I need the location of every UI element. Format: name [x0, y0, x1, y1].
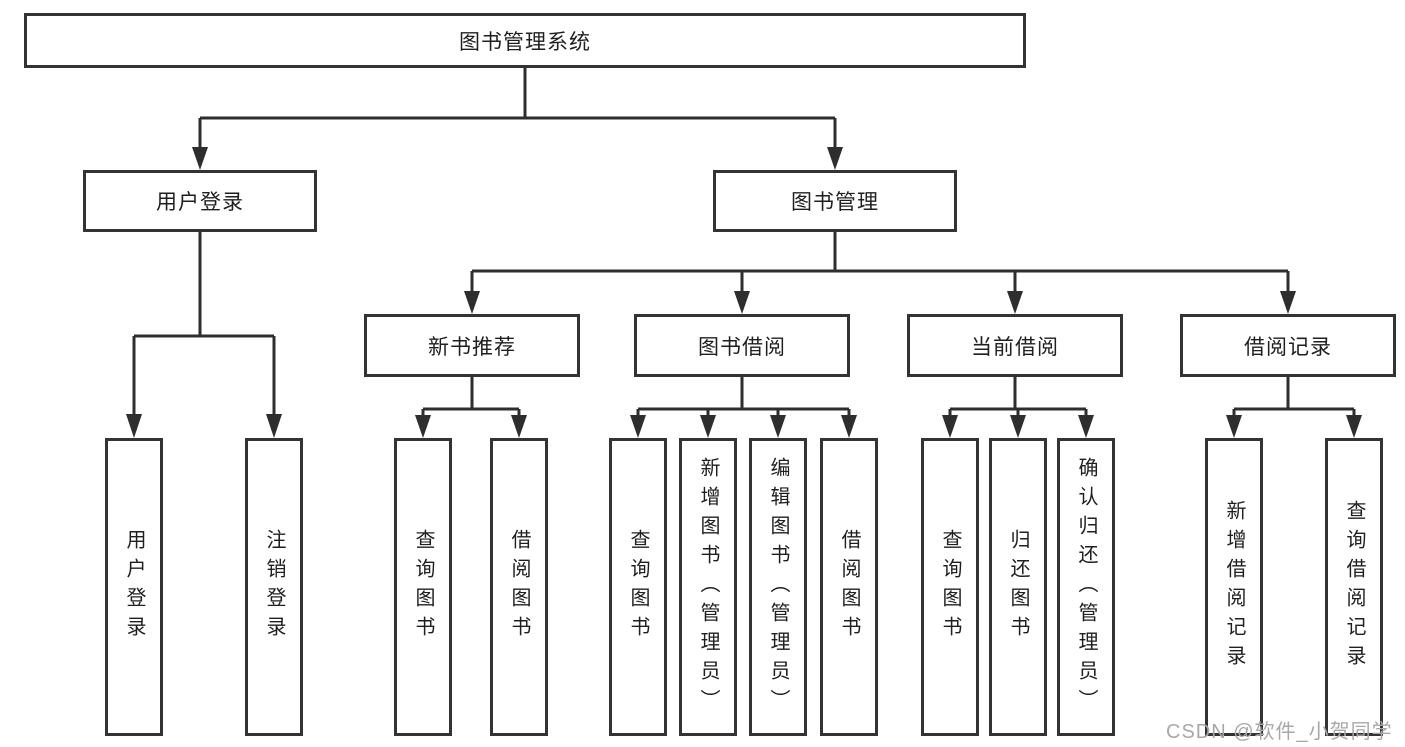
leaf-borrow-query-books: 查询图书: [609, 438, 667, 736]
arrow-down-icon: [630, 415, 646, 438]
leaf-current-query-books: 查询图书: [921, 438, 979, 736]
arrow-down-icon: [511, 415, 527, 438]
arrow-down-icon: [192, 147, 208, 170]
node-label: 用户登录: [156, 191, 244, 214]
arrow-down-icon: [1346, 415, 1362, 438]
arrow-down-icon: [1226, 415, 1242, 438]
csdn-watermark: CSDN @软件_小贺同学: [1166, 721, 1393, 743]
arrow-down-icon: [126, 414, 142, 438]
node-label: 图书借阅: [698, 335, 786, 359]
node-user-login: 用户登录: [83, 170, 317, 232]
leaf-logout: 注销登录: [245, 438, 303, 736]
leaf-label: 查询图书: [939, 529, 961, 645]
leaf-label: 借阅图书: [838, 529, 860, 645]
connector-bookmgmt-to-level3: [470, 232, 1290, 296]
leaf-current-confirm-return-admin: 确认归还（管理员）: [1057, 438, 1115, 736]
arrow-down-icon: [841, 415, 857, 438]
leaf-label: 新增图书（管理员）: [697, 456, 719, 718]
node-book-borrow: 图书借阅: [634, 314, 850, 377]
node-library-management-system: 图书管理系统: [24, 13, 1026, 68]
arrow-down-icon: [827, 147, 843, 170]
node-new-book-recommend: 新书推荐: [364, 314, 580, 377]
leaf-label: 用户登录: [123, 529, 145, 645]
arrow-down-icon: [415, 415, 431, 438]
node-borrow-records: 借阅记录: [1180, 314, 1396, 377]
arrow-down-icon: [1280, 291, 1296, 314]
node-label: 当前借阅: [971, 335, 1059, 359]
leaf-label: 确认归还（管理员）: [1075, 456, 1097, 718]
arrow-down-icon: [464, 291, 480, 314]
leaf-label: 查询图书: [627, 529, 649, 645]
leaf-label: 归还图书: [1007, 529, 1029, 645]
node-current-borrow: 当前借阅: [907, 314, 1123, 377]
arrow-down-icon: [1078, 415, 1094, 438]
leaf-records-add-record: 新增借阅记录: [1205, 438, 1263, 736]
leaf-current-return-books: 归还图书: [989, 438, 1047, 736]
connector-login-to-leaves: [132, 232, 276, 420]
leaf-label: 编辑图书（管理员）: [767, 456, 789, 718]
arrow-down-icon: [1010, 415, 1026, 438]
node-book-management: 图书管理: [713, 170, 957, 232]
leaf-borrow-edit-books-admin: 编辑图书（管理员）: [749, 438, 807, 736]
arrow-down-icons: [126, 147, 1362, 438]
connector-root-to-level2: [198, 68, 837, 152]
leaf-records-query-record: 查询借阅记录: [1325, 438, 1383, 736]
node-label: 图书管理系统: [459, 30, 591, 54]
arrow-down-icon: [700, 415, 716, 438]
arrow-down-icon: [734, 291, 750, 314]
leaf-label: 借阅图书: [508, 529, 530, 645]
node-label: 借阅记录: [1244, 335, 1332, 359]
arrow-down-icon: [942, 415, 958, 438]
node-label: 新书推荐: [428, 335, 516, 359]
connector-newbooks-to-leaves: [421, 377, 521, 422]
leaf-newbooks-borrow-books: 借阅图书: [490, 438, 548, 736]
leaf-borrow-borrow-books: 借阅图书: [820, 438, 878, 736]
leaf-label: 注销登录: [263, 529, 285, 645]
leaf-user-login: 用户登录: [105, 438, 163, 736]
arrow-down-icon: [770, 415, 786, 438]
leaf-label: 查询图书: [412, 529, 434, 645]
leaf-borrow-add-books-admin: 新增图书（管理员）: [679, 438, 737, 736]
leaf-newbooks-query-books: 查询图书: [394, 438, 452, 736]
arrow-down-icon: [1007, 291, 1023, 314]
leaf-label: 新增借阅记录: [1223, 500, 1245, 674]
node-label: 图书管理: [791, 191, 879, 214]
leaf-label: 查询借阅记录: [1343, 500, 1365, 674]
connector-records-to-leaves: [1232, 377, 1356, 422]
connector-borrow-to-leaves: [636, 377, 851, 422]
arrow-down-icon: [266, 414, 282, 438]
